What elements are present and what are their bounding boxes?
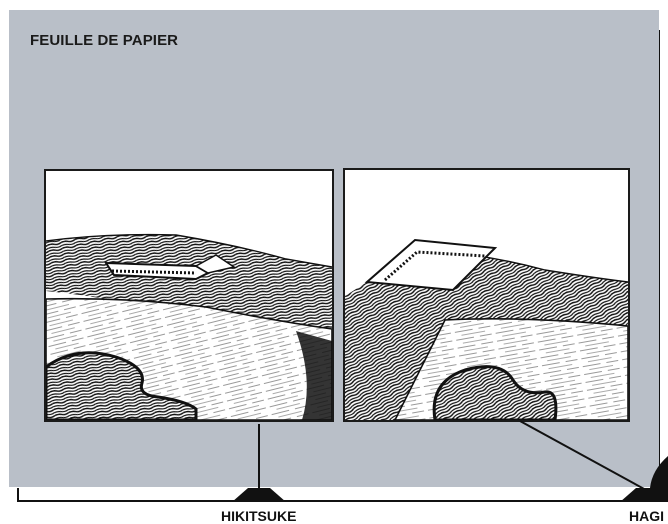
- corner-wedge-icon: [650, 456, 668, 488]
- hikitsuke-label: HIKITSUKE: [221, 508, 296, 524]
- hagi-marker-icon: [620, 488, 668, 502]
- hagi-label: HAGI: [629, 508, 668, 524]
- hikitsuke-marker-icon: [232, 488, 286, 502]
